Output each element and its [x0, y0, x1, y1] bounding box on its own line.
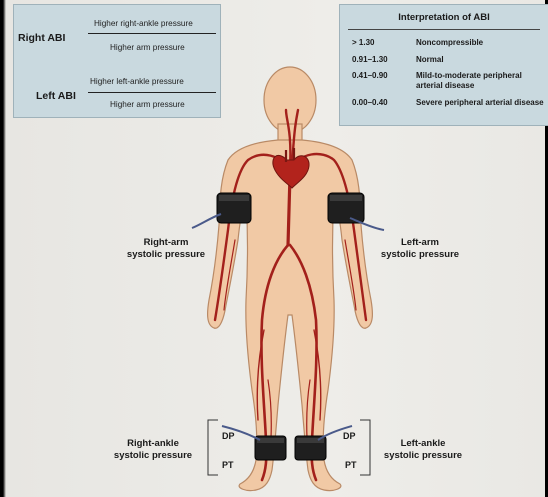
- dp-right-label: DP: [222, 431, 235, 441]
- left-ankle-caption: Left-ankle systolic pressure: [368, 438, 478, 462]
- right-arm-caption: Right-arm systolic pressure: [116, 237, 216, 261]
- pt-right-label: PT: [222, 460, 234, 470]
- left-arm-caption: Left-arm systolic pressure: [365, 237, 475, 261]
- pt-left-label: PT: [345, 460, 357, 470]
- right-arm-cuff: [192, 193, 251, 228]
- dp-left-label: DP: [343, 431, 356, 441]
- right-ankle-caption: Right-ankle systolic pressure: [98, 438, 208, 462]
